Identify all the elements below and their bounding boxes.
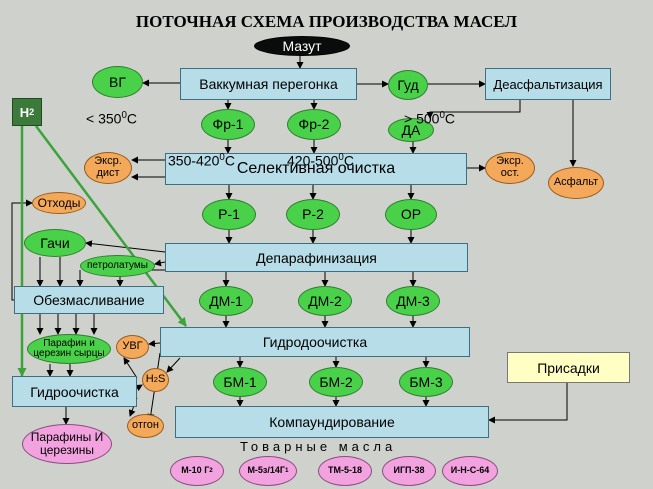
temp-low-suffix: C: [126, 110, 138, 127]
h2s-base: H: [145, 373, 154, 386]
stream-dm1: ДМ-1: [199, 286, 253, 316]
arrow-hydrosmall-h2s: [135, 384, 143, 392]
label-range-2: 420-5000C: [287, 152, 354, 169]
label-temp-low: < 3500C: [86, 110, 137, 127]
product-ins64: И-Н-С-64: [442, 456, 498, 486]
stream-fr1: Фр-1: [201, 109, 255, 140]
product-tm518: ТМ-5-18: [318, 456, 372, 486]
label-temp-high: > 5000C: [404, 110, 455, 127]
temp-high-prefix: > 500: [404, 110, 440, 127]
product-m5z14g1-label: М-5з/14Г: [247, 465, 286, 476]
product-igp38: ИГП-38: [382, 456, 436, 486]
process-deasphalting: Деасфальтизация: [485, 68, 611, 100]
stream-waste: Отходы: [32, 192, 86, 214]
stream-raw-wax: Парафин и церезин сырцы: [27, 334, 111, 364]
hydrogen-symbol: H: [19, 104, 30, 120]
stream-r2: Р-2: [286, 199, 340, 230]
stream-da: ДА: [388, 118, 434, 142]
process-hydrofinishing: Гидродоочистка: [160, 327, 470, 357]
product-tm518-label: ТМ-5-18: [327, 465, 362, 476]
stream-gachi: Гачи: [24, 229, 86, 257]
stream-asphalt: Асфальт: [548, 167, 604, 199]
stream-dm2: ДМ-2: [298, 286, 352, 316]
label-range-1: 350-4200C: [168, 152, 235, 169]
stream-r1: Р-1: [202, 199, 256, 230]
process-selective-purification: Селективная очистка: [165, 153, 467, 185]
arrow-additives-comp: [488, 383, 568, 424]
stream-bm1: БМ-1: [213, 367, 267, 397]
product-m5z14g1-sub: 1: [285, 466, 289, 474]
temp-high-suffix: C: [444, 110, 456, 127]
stream-waxes: Парафины И церезины: [22, 424, 112, 464]
temp-low-sup: 0: [121, 110, 127, 121]
feed-mazut: Мазут: [254, 36, 350, 56]
range1-suffix: C: [224, 152, 235, 169]
range1-prefix: 350-420: [168, 152, 220, 169]
stream-vg: ВГ: [92, 66, 143, 98]
product-m10g2-sub: 2: [209, 466, 213, 474]
stream-bm2: БМ-2: [309, 367, 363, 397]
arrow-deasphalt-da: [426, 100, 521, 119]
temp-high-sup: 0: [439, 110, 445, 121]
range2-suffix: C: [343, 152, 354, 169]
h2s-subscript: 2: [153, 374, 158, 384]
stream-extract-dist: Экср. дист: [84, 152, 132, 184]
temp-low-prefix: < 350: [86, 110, 122, 127]
product-igp38-label: ИГП-38: [393, 465, 425, 476]
arrow-hydrosmall-uvg: [123, 357, 138, 379]
h2s-tail: S: [157, 373, 166, 386]
stream-dm3: ДМ-3: [386, 286, 440, 316]
range2-sup: 0: [338, 152, 344, 163]
stream-uvg: УВГ: [116, 335, 149, 359]
arrow-dewax-gachi: [85, 240, 166, 253]
arrow-dewax-petrolatum: [154, 259, 166, 267]
product-ins64-label: И-Н-С-64: [450, 465, 490, 476]
process-vacuum-distillation: Ваккумная перегонка: [180, 68, 357, 100]
stream-otgon: отгон: [127, 414, 164, 438]
stream-fr2: Фр-2: [287, 109, 341, 140]
process-dewaxing: Депарафинизация: [165, 243, 468, 272]
process-compounding: Компаундирование: [175, 406, 489, 438]
arrow-hydro-h2s: [166, 357, 181, 373]
stream-bm3: БМ-3: [399, 367, 453, 397]
commercial-oils-label: Товарные масла: [240, 439, 397, 454]
stream-or: ОР: [385, 199, 437, 230]
arrow-hydro-uvg: [148, 339, 161, 347]
stream-petrolatum: петролатумы: [80, 255, 155, 277]
additives-box: Присадки: [507, 352, 630, 383]
range2-prefix: 420-500: [287, 152, 339, 169]
stream-extract-res: Экср. ост.: [485, 152, 535, 184]
process-hydrotreating-wax: Гидроочистка: [12, 376, 137, 407]
range1-sup: 0: [219, 152, 225, 163]
stream-gud: Гуд: [388, 70, 428, 100]
product-m10g2-label: М-10 Г: [181, 465, 210, 476]
process-deoiling: Обезмасливание: [14, 286, 164, 314]
page-title: ПОТОЧНАЯ СХЕМА ПРОИЗВОДСТВА МАСЕЛ: [135, 12, 518, 31]
hydrogen-subscript: 2: [29, 107, 35, 117]
